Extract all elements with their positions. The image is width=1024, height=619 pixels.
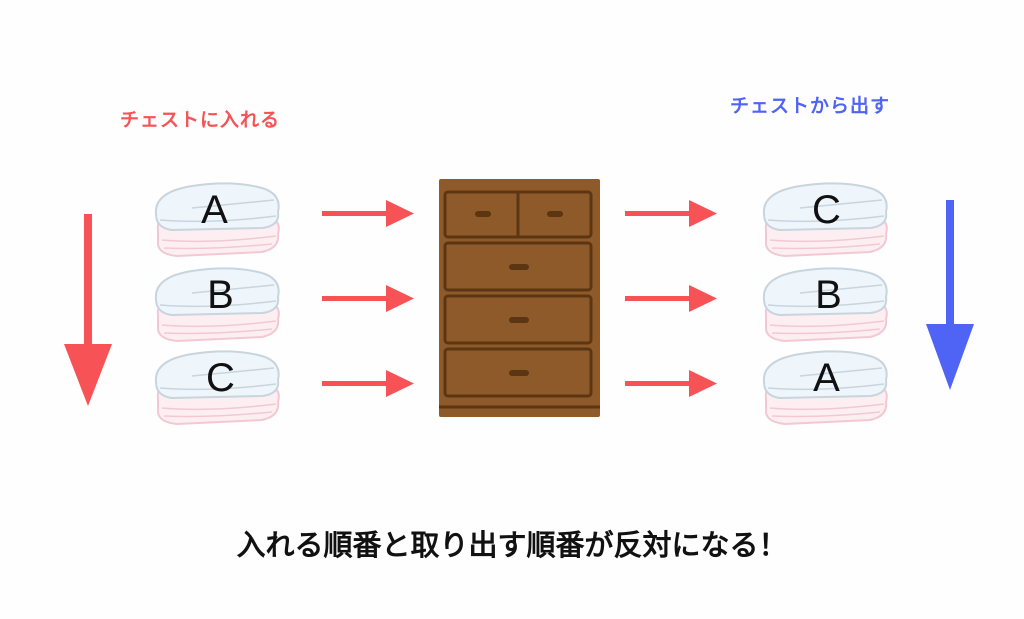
arrow-right-icon xyxy=(322,370,414,397)
arrow-right-icon xyxy=(322,285,414,312)
towel-stack: C xyxy=(152,346,282,426)
towel-stack: C xyxy=(760,178,890,258)
towel-stack: B xyxy=(760,263,890,343)
towel-stack: A xyxy=(152,178,282,258)
towel-stack: B xyxy=(152,263,282,343)
take-out-label: チェストから出す xyxy=(730,95,891,117)
towel-stack: A xyxy=(760,346,890,426)
put-in-label: チェストに入れる xyxy=(120,109,281,131)
conclusion-text: 入れる順番と取り出す順番が反対になる！ xyxy=(236,528,788,562)
stack-letter: A xyxy=(201,188,228,232)
stack-letter: B xyxy=(815,273,842,317)
arrow-right-icon xyxy=(625,285,717,312)
stack-letter: C xyxy=(812,188,841,232)
chest-of-drawers-icon xyxy=(439,179,600,417)
order-arrow-down-red-icon xyxy=(64,214,112,406)
stack-letter: A xyxy=(813,356,840,400)
arrow-right-icon xyxy=(625,370,717,397)
arrows-into-chest xyxy=(322,200,414,397)
stack-letter: C xyxy=(206,356,235,400)
order-arrow-down-blue-icon xyxy=(926,200,974,390)
arrows-out-of-chest xyxy=(625,200,717,397)
arrow-right-icon xyxy=(322,200,414,227)
stack-letter: B xyxy=(207,273,234,317)
arrow-right-icon xyxy=(625,200,717,227)
